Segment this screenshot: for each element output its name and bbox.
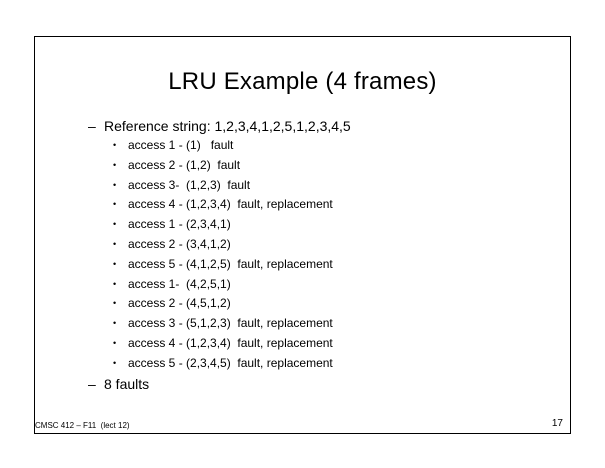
summary-item: – 8 faults (88, 376, 149, 392)
bullet-icon: • (113, 337, 117, 348)
bullet-icon: • (113, 238, 117, 249)
footer-course: CMSC 412 – F11 (lect 12) (35, 421, 130, 430)
bullet-icon: • (113, 298, 117, 309)
bullet-icon: • (113, 357, 117, 368)
bullet-icon: • (113, 199, 117, 210)
access-text: access 5 - (2,3,4,5) fault, replacement (128, 355, 333, 370)
dash-marker: – (88, 376, 96, 392)
list-item: • access 3 - (5,1,2,3) fault, replacement (113, 314, 333, 334)
access-text: access 1 - (2,3,4,1) (128, 217, 231, 232)
access-text: access 3- (1,2,3) fault (128, 177, 251, 192)
list-item: • access 1 - (1) fault (113, 136, 333, 156)
access-text: access 4 - (1,2,3,4) fault, replacement (128, 197, 333, 212)
bullet-icon: • (113, 219, 117, 230)
list-item: • access 5 - (4,1,2,5) fault, replacement (113, 255, 333, 275)
access-list: • access 1 - (1) fault • access 2 - (1,2) … (113, 136, 333, 374)
bullet-icon: • (113, 140, 117, 150)
access-text: access 3 - (5,1,2,3) fault, replacement (128, 316, 333, 331)
list-item: • access 3- (1,2,3) fault (113, 176, 333, 196)
reference-string-label: Reference string: 1,2,3,4,1,2,5,1,2,3,4,… (104, 118, 351, 134)
list-item: • access 5 - (2,3,4,5) fault, replacement (113, 354, 333, 374)
summary-text: 8 faults (104, 376, 150, 392)
list-item: • access 2 - (3,4,1,2) (113, 235, 333, 255)
bullet-icon: • (113, 318, 117, 329)
bullet-icon: • (113, 159, 117, 170)
list-item: • access 2 - (1,2) fault (113, 156, 333, 176)
list-item: • access 4 - (1,2,3,4) fault, replacement (113, 334, 333, 354)
list-item: • access 1- (4,2,5,1) (113, 275, 333, 295)
bullet-icon: • (113, 179, 117, 190)
access-text: access 1- (4,2,5,1) (128, 276, 231, 291)
list-item: • access 2 - (4,5,1,2) (113, 294, 333, 314)
slide-title: LRU Example (4 frames) (168, 68, 437, 95)
access-text: access 2 - (1,2) fault (128, 157, 241, 172)
bullet-icon: • (113, 278, 117, 289)
list-item: • access 4 - (1,2,3,4) fault, replacement (113, 195, 333, 215)
access-text: access 2 - (4,5,1,2) (128, 296, 231, 311)
reference-string-item: – Reference string: 1,2,3,4,1,2,5,1,2,3,… (88, 118, 351, 134)
list-item: • access 1 - (2,3,4,1) (113, 215, 333, 235)
slide-frame (34, 36, 571, 434)
access-text: access 1 - (1) fault (128, 138, 234, 152)
access-text: access 5 - (4,1,2,5) fault, replacement (128, 256, 333, 271)
access-text: access 2 - (3,4,1,2) (128, 236, 231, 251)
page-number: 17 (551, 418, 563, 429)
dash-marker: – (88, 118, 96, 134)
access-text: access 4 - (1,2,3,4) fault, replacement (128, 335, 333, 350)
bullet-icon: • (113, 258, 117, 269)
